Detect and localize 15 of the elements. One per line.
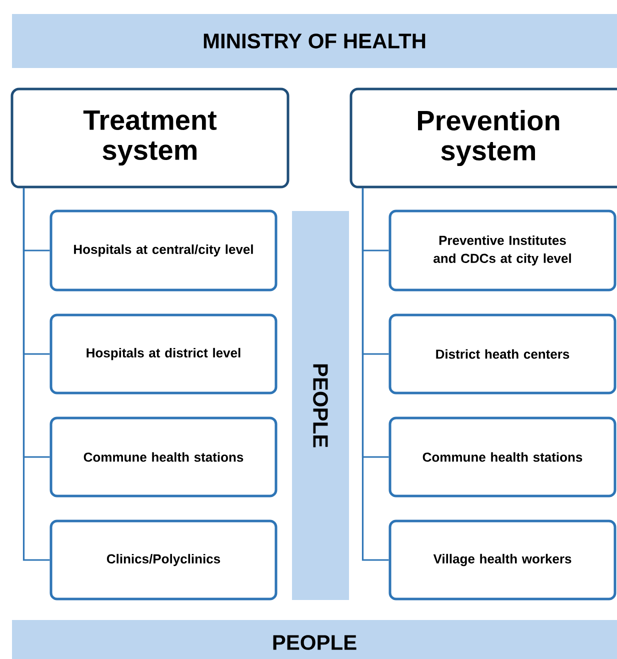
header-band: MINISTRY OF HEALTH [12,14,617,68]
connector-line [22,188,50,561]
facility-box: District heath centers [388,314,616,394]
facility-box: Hospitals at central/city level [50,210,278,292]
facility-box: Commune health stations [388,416,616,498]
facility-box: Commune health stations [50,416,278,498]
system-box: Prevention system [350,88,617,188]
facility-box: Hospitals at district level [50,314,278,394]
facility-box: Preventive Institutes and CDCs at city level [388,210,616,292]
header-band: PEOPLE [12,620,617,659]
facility-box: Village health workers [388,520,616,600]
connector-line [362,188,389,561]
system-box: Treatment system [10,88,290,188]
facility-box: Clinics/Polyclinics [50,520,278,600]
people-band: PEOPLE [292,211,349,600]
